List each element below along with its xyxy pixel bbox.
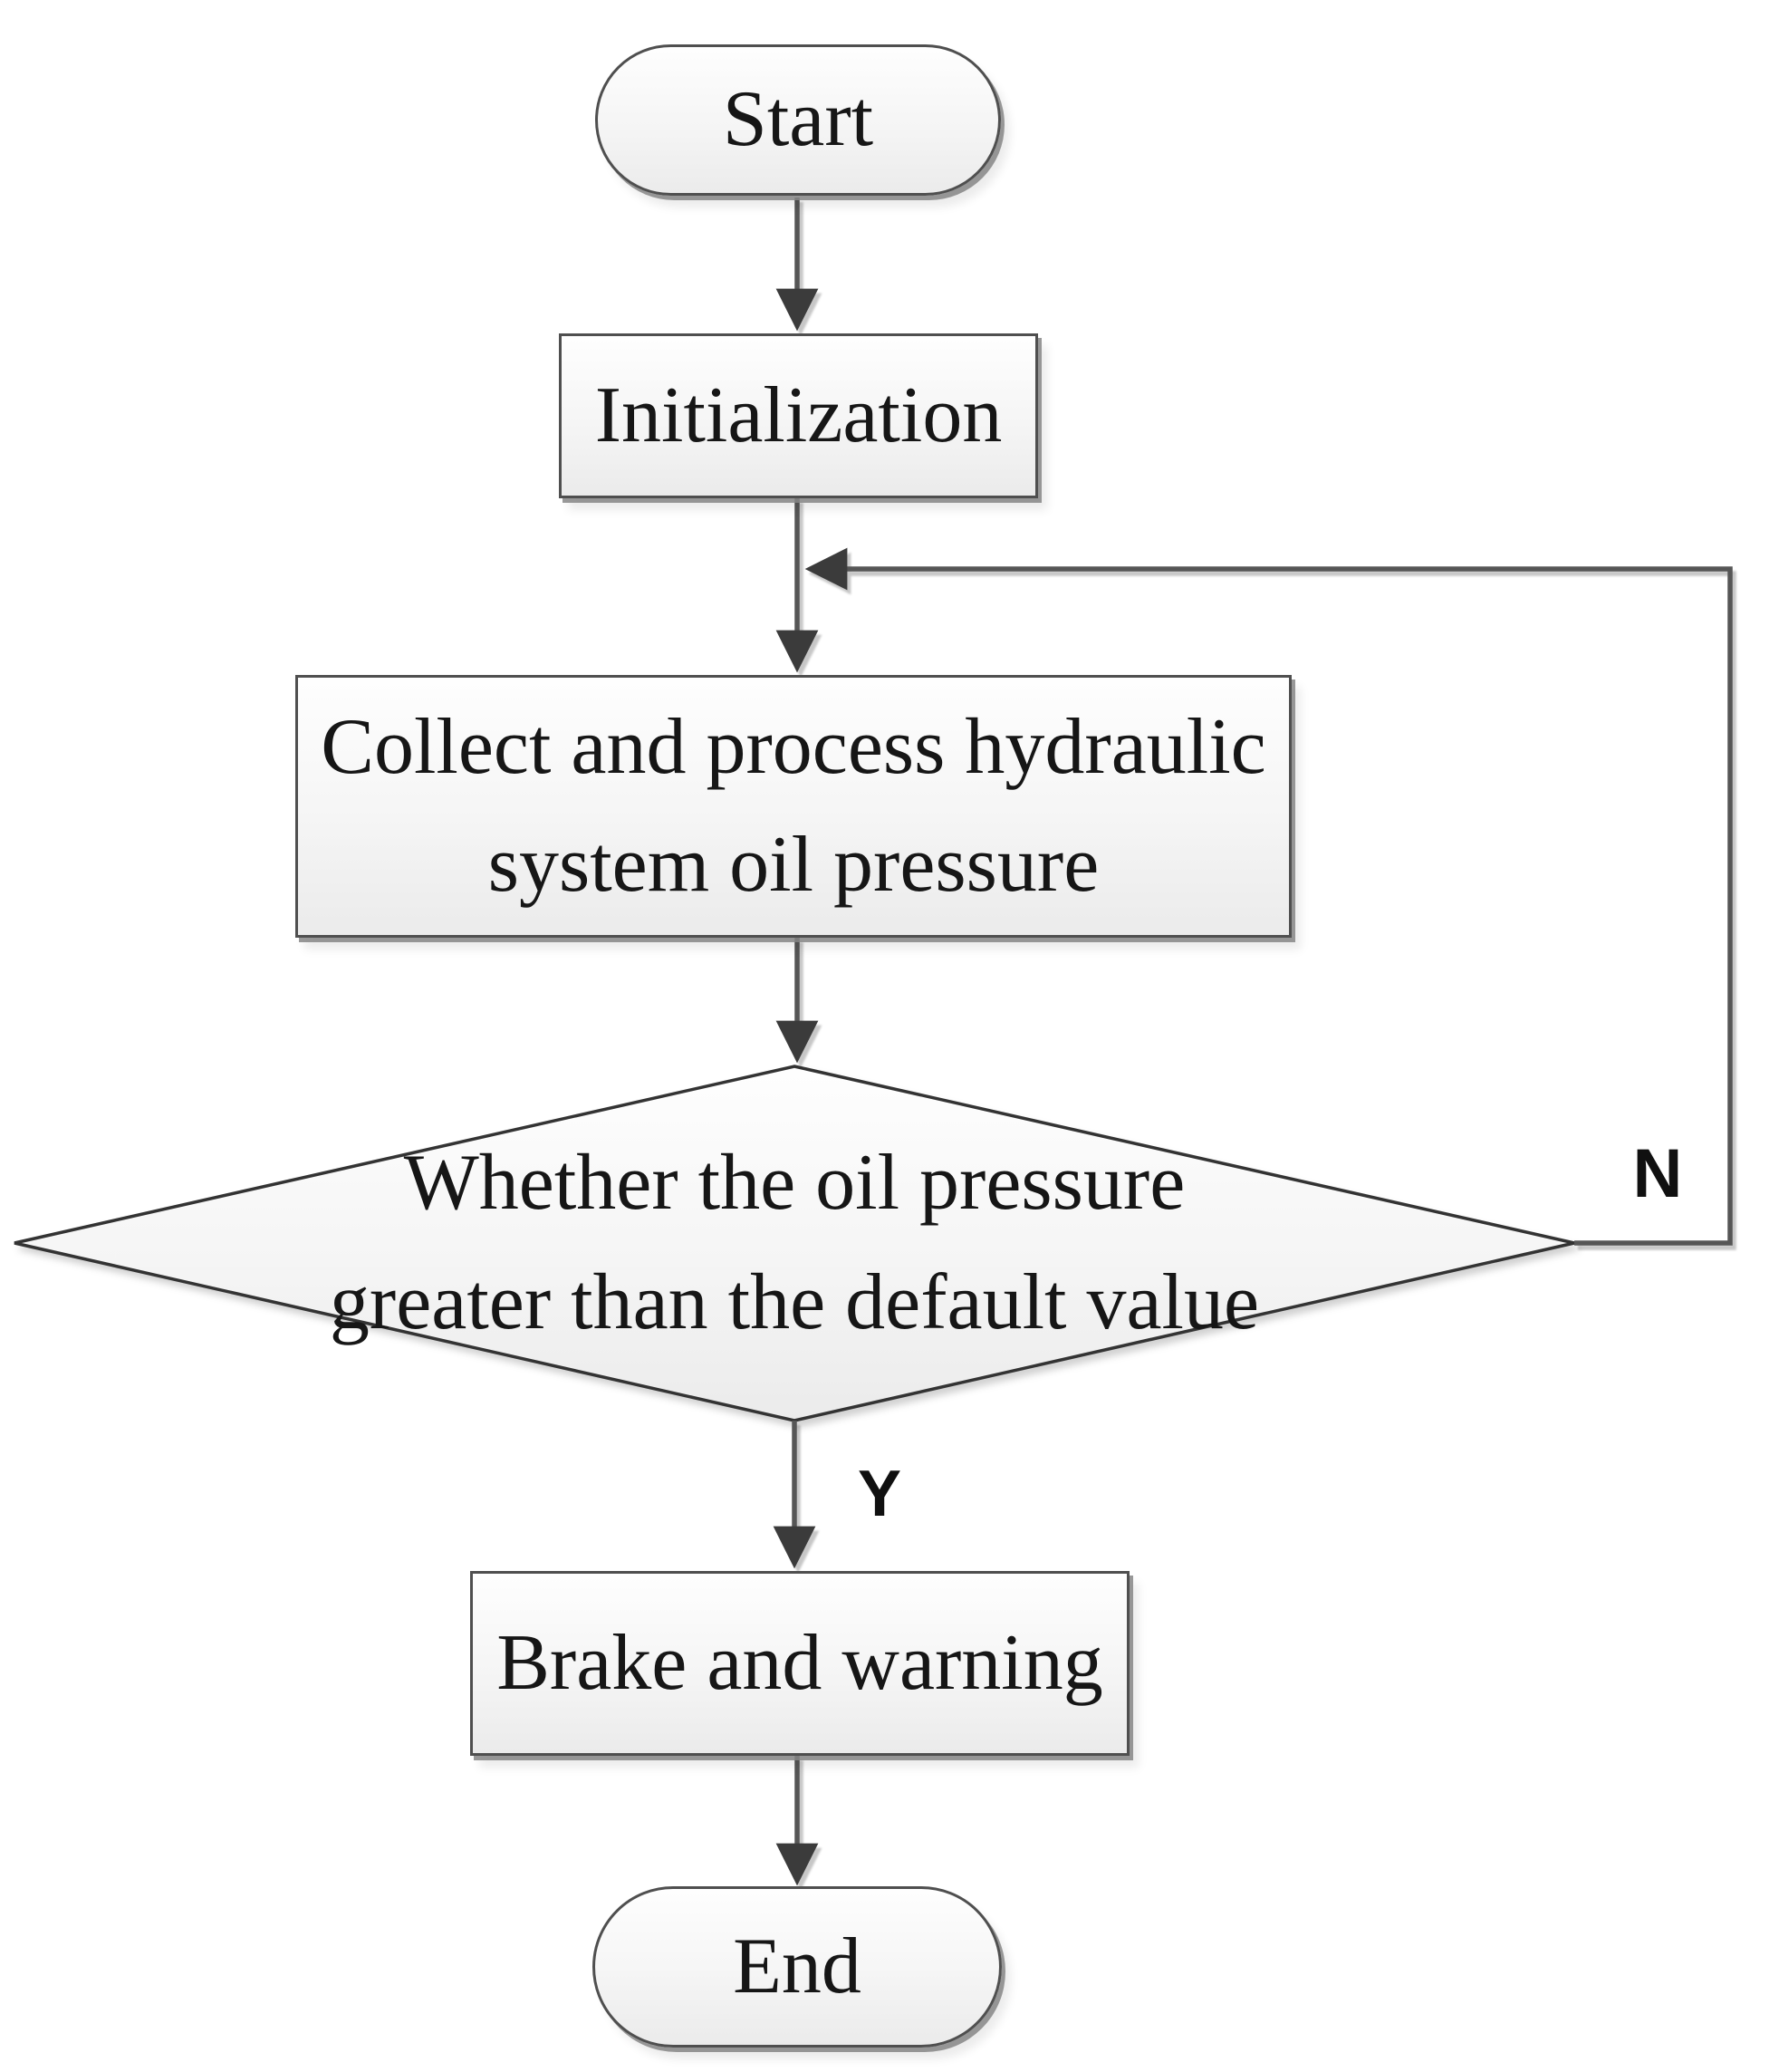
- decision-label-line1: Whether the oil pressure: [403, 1139, 1186, 1227]
- start-node: Start: [595, 44, 1001, 196]
- initialization-label: Initialization: [594, 371, 1003, 459]
- collect-process-label-line2: system oil pressure: [487, 821, 1100, 909]
- edge-no-loop-to-junction: [804, 547, 1733, 1246]
- initialization-node: Initialization: [559, 333, 1038, 498]
- decision-label-line2: greater than the default value: [329, 1258, 1260, 1346]
- end-node: End: [592, 1886, 1002, 2048]
- brake-warning-label: Brake and warning: [496, 1618, 1103, 1707]
- yes-branch-label: Y: [857, 1458, 902, 1530]
- start-label: Start: [722, 75, 874, 164]
- end-label: End: [733, 1922, 861, 2010]
- no-branch-label: N: [1632, 1135, 1683, 1212]
- collect-process-node: Collect and process hydraulic system oil…: [295, 675, 1292, 938]
- brake-warning-node: Brake and warning: [470, 1571, 1130, 1756]
- decision-node-label: Whether the oil pressure greater than th…: [145, 1087, 1444, 1399]
- collect-process-label-line1: Collect and process hydraulic: [321, 702, 1266, 791]
- collect-process-label: Collect and process hydraulic system oil…: [321, 689, 1265, 924]
